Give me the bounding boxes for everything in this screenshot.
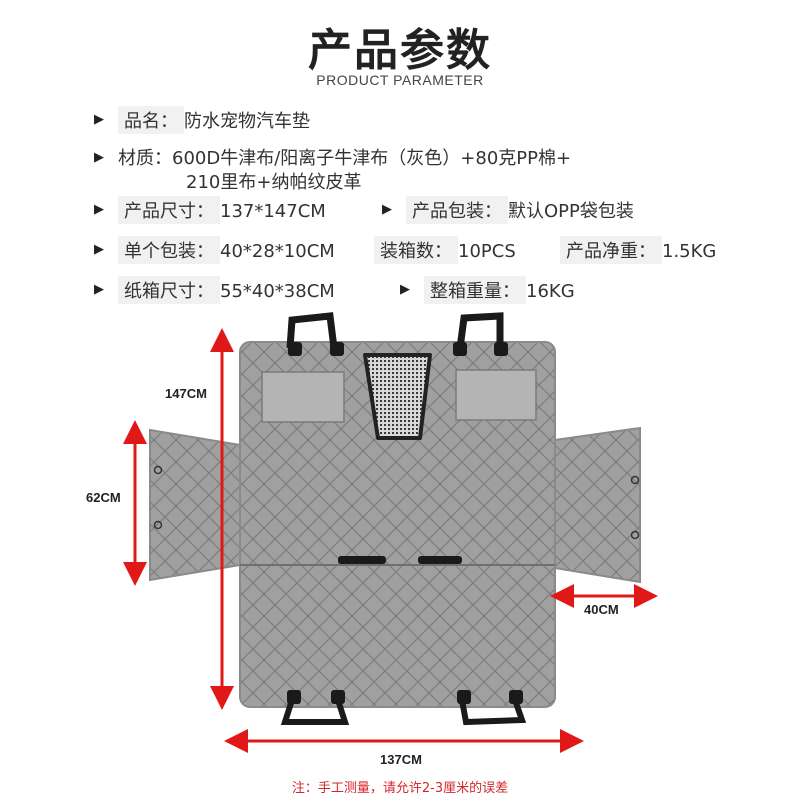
seat-strap-right: [459, 699, 527, 726]
bullet-triangle-icon: ▶: [94, 112, 104, 127]
spec-value: 10PCS: [458, 241, 516, 262]
bullet-triangle-icon: ▶: [94, 202, 104, 217]
mat-body: [239, 341, 556, 708]
spec-single-pack: 单个包装：40*28*10CM: [118, 236, 335, 264]
spec-value: 防水宠物汽车垫: [184, 111, 310, 132]
spec-quantity: 装箱数：10PCS: [374, 236, 516, 264]
spec-value: 137*147CM: [220, 201, 326, 222]
height-label: 147CM: [165, 386, 207, 401]
side-height-label: 62CM: [86, 490, 121, 505]
width-label: 137CM: [380, 752, 422, 767]
spec-product-name: 品名：防水宠物汽车垫: [118, 106, 310, 134]
spec-value: 1.5KG: [662, 241, 717, 262]
spec-value: 600D牛津布/阳离子牛津布（灰色）+80克PP棉+: [172, 148, 572, 169]
seatbelt-slot-left: [338, 556, 386, 564]
bullet-triangle-icon: ▶: [94, 242, 104, 257]
spec-size: 产品尺寸：137*147CM: [118, 196, 326, 224]
spec-label: 单个包装：: [118, 236, 220, 264]
bullet-triangle-icon: ▶: [382, 202, 392, 217]
spec-carton-size: 纸箱尺寸：55*40*38CM: [118, 276, 335, 304]
headrest-strap-right: [456, 312, 504, 349]
right-pocket: [455, 369, 537, 421]
spec-label: 产品净重：: [560, 236, 662, 264]
left-pocket: [261, 371, 345, 423]
spec-carton-weight: 整箱重量：16KG: [424, 276, 575, 304]
page-title: 产品参数: [308, 25, 492, 76]
spec-net-weight: 产品净重：1.5KG: [560, 236, 716, 264]
bullet-triangle-icon: ▶: [94, 150, 104, 165]
measurement-note: 注：手工测量，请允许2-3厘米的误差: [291, 781, 509, 796]
spec-label: 装箱数：: [374, 236, 458, 264]
spec-label: 产品包装：: [406, 196, 508, 224]
right-side-flap: [554, 426, 641, 584]
page-subtitle: PRODUCT PARAMETER: [316, 72, 484, 88]
spec-label: 纸箱尺寸：: [118, 276, 220, 304]
spec-material-cont: 210里布+纳帕纹皮革: [186, 172, 362, 193]
spec-label: 产品尺寸：: [118, 196, 220, 224]
left-side-flap: [149, 428, 241, 582]
side-width-label: 40CM: [584, 602, 619, 617]
spec-value: 40*28*10CM: [220, 241, 335, 262]
headrest-strap-left: [286, 312, 338, 349]
spec-label: 整箱重量：: [424, 276, 526, 304]
mesh-window: [363, 353, 432, 440]
bullet-triangle-icon: ▶: [94, 282, 104, 297]
spec-value: 55*40*38CM: [220, 281, 335, 302]
spec-value: 16KG: [526, 281, 575, 302]
spec-label: 材质：: [118, 148, 172, 169]
bullet-triangle-icon: ▶: [400, 282, 410, 297]
spec-package: 产品包装：默认OPP袋包装: [406, 196, 634, 224]
spec-material: 材质：600D牛津布/阳离子牛津布（灰色）+80克PP棉+: [118, 144, 571, 170]
seatbelt-slot-right: [418, 556, 462, 564]
spec-label: 品名：: [118, 106, 184, 134]
spec-value: 默认OPP袋包装: [508, 201, 634, 222]
seat-strap-left: [280, 699, 350, 725]
